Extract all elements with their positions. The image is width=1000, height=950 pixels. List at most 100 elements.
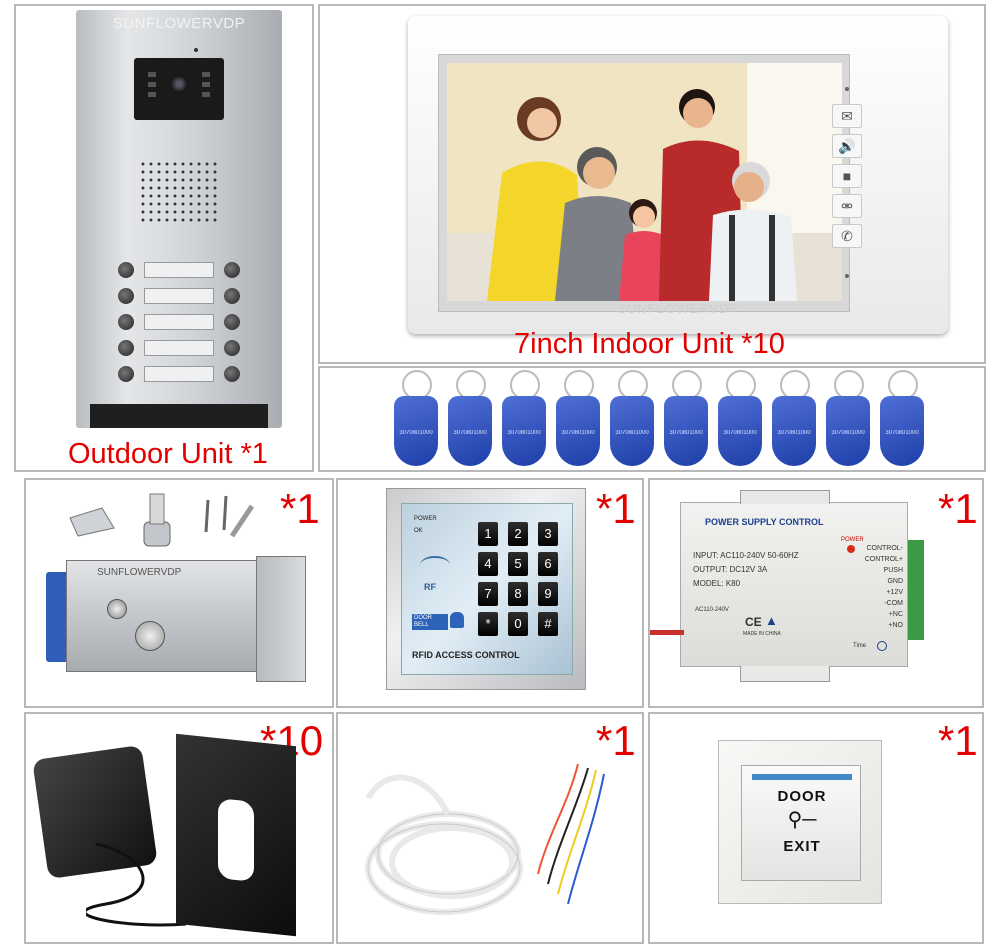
terminal-block — [908, 540, 924, 640]
exit-line2: EXIT — [783, 838, 821, 855]
ce-mark: CE — [745, 615, 762, 629]
keyfob-body — [448, 396, 492, 466]
talk-key[interactable]: ✆ — [832, 224, 862, 248]
terminal-label: +NO — [888, 622, 903, 629]
psu-output: OUTPUT: DC12V 3A — [693, 565, 768, 574]
envelope-icon: ✉ — [841, 108, 853, 124]
speaker-icon: 🔊 — [838, 138, 856, 154]
keypad-title: RFID ACCESS CONTROL — [412, 650, 520, 660]
keypad-key[interactable]: 3 — [538, 522, 558, 546]
message-key[interactable]: ✉ — [832, 104, 862, 128]
lock-quantity: *1 — [280, 485, 320, 532]
indoor-brand-label: SUNFLOWERVDP — [617, 301, 739, 316]
camera-lens-icon — [170, 75, 188, 93]
exit-button[interactable]: DOOR ⚲─ EXIT — [741, 765, 861, 881]
exit-line1: DOOR — [777, 788, 827, 805]
keyfob-code: 3070801000 — [885, 430, 919, 436]
bell-icon — [450, 612, 464, 628]
keypad-body: POWER OK RF DOOR BELL RFID ACCESS CONTRO… — [386, 488, 586, 690]
unlock-key[interactable]: ⚮ — [832, 194, 862, 218]
cable-quantity: *1 — [596, 717, 636, 764]
keyfob-code: 3070801000 — [507, 430, 541, 436]
lock-case — [256, 556, 306, 682]
terminal-label: +12V — [886, 589, 903, 596]
power-led-label: POWER — [414, 516, 437, 522]
warning-icon: ▲ — [765, 613, 778, 628]
ok-led-label: OK — [414, 528, 423, 534]
call-button — [118, 288, 134, 304]
keypad-key[interactable]: 6 — [538, 552, 558, 576]
psu-power-led-label: POWER — [841, 537, 864, 543]
name-slot — [144, 262, 214, 278]
call-button — [118, 262, 134, 278]
outdoor-brand-label: SUNFLOWERVDP — [112, 15, 246, 32]
terminal-label: CONTROL- — [866, 545, 903, 552]
terminal-label: -COM — [884, 600, 903, 607]
keyfob-code: 3070801000 — [669, 430, 703, 436]
camera-window — [134, 58, 224, 120]
keyfob-body — [664, 396, 708, 466]
keyfob-body — [880, 396, 924, 466]
keypad-quantity: *1 — [596, 485, 636, 532]
keypad-key[interactable]: 2 — [508, 522, 528, 546]
keyfob-code: 3070801000 — [561, 430, 595, 436]
rfid-tags-panel: 3070801000 3070801000 3070801000 3070801000… — [318, 366, 986, 472]
ir-led-right-icon — [202, 72, 210, 102]
time-adjust-icon[interactable] — [877, 641, 887, 651]
electric-lock-panel: *1 SUNFLOWERVDP — [24, 478, 334, 708]
doorbell-label: DOOR BELL — [412, 614, 448, 630]
keyfob-code: 3070801000 — [777, 430, 811, 436]
keyfob-body — [502, 396, 546, 466]
keyfob-body — [610, 396, 654, 466]
keypad-key[interactable]: 8 — [508, 582, 528, 606]
call-button — [224, 314, 240, 330]
psu-power-led-icon — [847, 545, 855, 553]
psu-mount-tab — [740, 490, 830, 504]
connection-cable — [365, 763, 605, 915]
keypad-key[interactable]: # — [538, 612, 558, 636]
psu-time-label: Time — [853, 643, 867, 649]
psu-title: POWER SUPPLY CONTROL — [705, 517, 824, 527]
volume-key[interactable]: 🔊 — [832, 134, 862, 158]
psu-made-in: MADE IN CHINA — [743, 631, 781, 637]
monitor-key[interactable]: ■ — [832, 164, 862, 188]
keyfob-code: 3070801000 — [399, 430, 433, 436]
monitor-mic-dot — [845, 87, 849, 91]
keypad-key[interactable]: 4 — [478, 552, 498, 576]
keyhole-icon — [135, 621, 165, 651]
keypad-key[interactable]: 9 — [538, 582, 558, 606]
adapter-cable — [86, 842, 187, 927]
cable-panel: *1 — [336, 712, 644, 944]
keypad-key[interactable]: 0 — [508, 612, 528, 636]
key-icon: ⚲─ — [787, 809, 817, 831]
outdoor-unit-body: SUNFLOWERVDP — [76, 10, 282, 428]
keypad-key[interactable]: * — [478, 612, 498, 636]
exit-quantity: *1 — [938, 717, 978, 764]
keypad-key[interactable]: 1 — [478, 522, 498, 546]
mic-dot — [194, 48, 198, 52]
phone-icon: ✆ — [841, 228, 853, 244]
keyfob-code: 3070801000 — [723, 430, 757, 436]
terminal-label: PUSH — [883, 567, 903, 574]
psu-quantity: *1 — [938, 485, 978, 532]
bracket-slot — [218, 798, 254, 882]
keyfob-code: 3070801000 — [453, 430, 487, 436]
call-button — [224, 366, 240, 382]
psu-model: MODEL: K80 — [693, 579, 741, 588]
indoor-caption: 7inch Indoor Unit *10 — [514, 328, 785, 360]
keypad-key[interactable]: 5 — [508, 552, 528, 576]
keypad-key[interactable]: 7 — [478, 582, 498, 606]
terminal-label: +NC — [888, 611, 903, 618]
name-slot — [144, 314, 214, 330]
adapter-panel: *10 — [24, 712, 334, 944]
family-photo — [447, 63, 842, 301]
call-button-plate — [104, 258, 254, 408]
keyfob-code: 3070801000 — [831, 430, 865, 436]
rf-label: RF — [424, 582, 436, 592]
lock-accessories — [69, 493, 255, 547]
monitor-bezel — [438, 54, 850, 312]
indoor-monitor: ✉ 🔊 ■ ⚮ ✆ SUNFLOWERVDP — [408, 16, 948, 334]
terminal-label: GND — [887, 578, 903, 585]
name-slot — [144, 366, 214, 382]
exit-indicator-bar — [752, 774, 852, 780]
